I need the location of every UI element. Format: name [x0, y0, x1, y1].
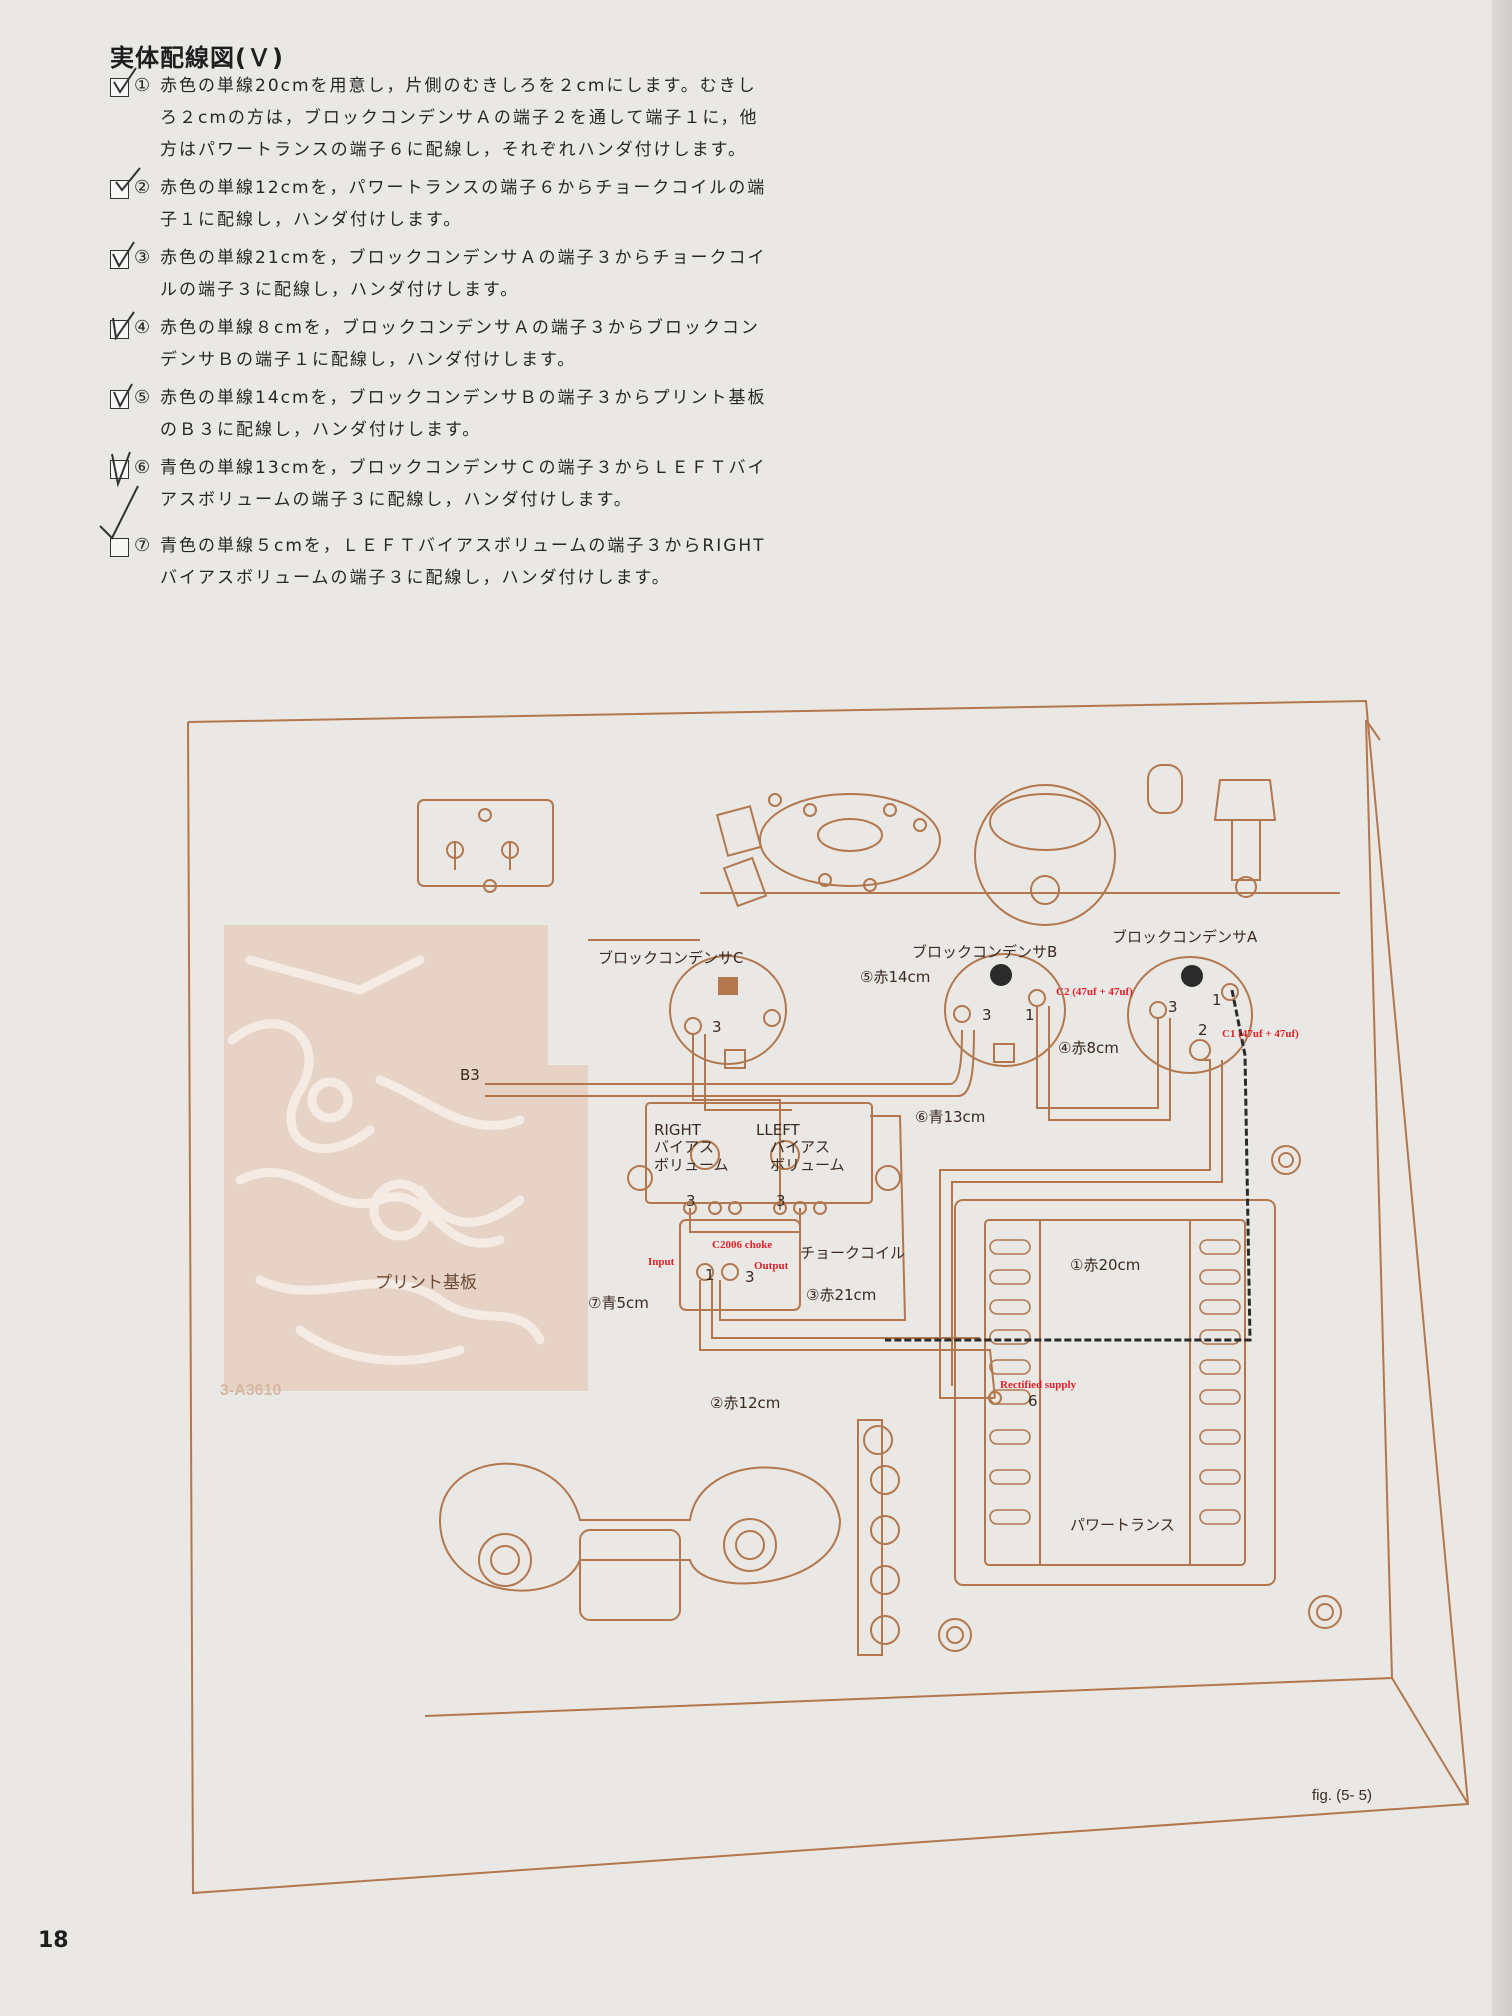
b3-label: B3	[460, 1066, 480, 1084]
step-1: ① 赤色の単線20cmを用意し，片側のむきしろを２cmにします。むきしろ２cmの…	[108, 67, 768, 166]
terminal-b3: 3	[982, 1006, 992, 1024]
wire-1-label: ①赤20cm	[1070, 1256, 1140, 1274]
check-mark-icon	[113, 383, 133, 409]
terminal-choke3: 3	[745, 1268, 755, 1286]
check-mark-icon	[113, 67, 137, 94]
figure-number: fig. (5- 5)	[1312, 1787, 1372, 1804]
block-capacitor-a	[1127, 956, 1253, 1074]
check-mark-icon	[99, 485, 139, 540]
step-5: ⑤ 赤色の単線14cmを，ブロックコンデンサＢの端子３からプリント基板のＢ３に配…	[108, 382, 768, 446]
step-number: ②	[134, 177, 153, 198]
check-mark-icon	[111, 451, 131, 488]
pcb-code: 3-A3610	[220, 1382, 281, 1399]
pcb-label: プリント基板	[375, 1273, 477, 1293]
page-number: 18	[38, 1928, 69, 1953]
wire-6	[692, 1034, 781, 1210]
block-capacitor-a-label: ブロックコンデンサA	[1112, 928, 1258, 946]
step-3-checkbox[interactable]	[110, 250, 129, 269]
terminal-strip	[857, 1419, 900, 1656]
terminal-c3: 3	[712, 1018, 722, 1036]
step-7-checkbox[interactable]	[110, 538, 129, 557]
terminal-choke1: 1	[705, 1266, 715, 1284]
rectified-supply-trace	[885, 989, 1252, 1342]
page-title: 実体配線図(Ｖ)	[110, 44, 284, 72]
rotary-switch	[974, 784, 1116, 926]
terminal-left3: 3	[776, 1192, 786, 1210]
step-text: 赤色の単線８cmを，ブロックコンデンサＡの端子３からブロックコンデンサＢの端子１…	[160, 318, 760, 370]
tube-socket	[715, 793, 941, 908]
check-mark-icon	[112, 241, 135, 269]
right-bias-knob	[690, 1140, 720, 1170]
annotation-c1: C1 (47uf + 47uf)	[1222, 1028, 1299, 1040]
step-text: 赤色の単線20cmを用意し，片側のむきしろを２cmにします。むきしろ２cmの方は…	[160, 76, 759, 160]
instruction-list: ① 赤色の単線20cmを用意し，片側のむきしろを２cmにします。むきしろ２cmの…	[99, 67, 768, 600]
wire-7	[689, 1208, 801, 1233]
power-transformer	[954, 1199, 1276, 1586]
terminal-right3: 3	[686, 1192, 696, 1210]
step-2: ② 赤色の単線12cmを，パワートランスの端子６からチョークコイルの端子１に配線…	[108, 167, 768, 236]
wire-3-label: ③赤21cm	[806, 1286, 876, 1304]
step-6: ⑥ 青色の単線13cmを，ブロックコンデンサＣの端子３からＬＥＦＴバイアスボリュ…	[108, 451, 768, 516]
step-number: ④	[134, 317, 153, 338]
step-2-checkbox[interactable]	[110, 180, 129, 199]
terminal-a2: 2	[1198, 1021, 1208, 1039]
block-capacitor-c	[669, 955, 787, 1069]
block-capacitor-b-label: ブロックコンデンサB	[912, 943, 1057, 961]
right-volume-label-2: ボリューム	[654, 1156, 729, 1174]
left-bias-label: バイアス	[770, 1138, 830, 1156]
step-number: ①	[134, 75, 153, 96]
step-4: ④ 赤色の単線８cmを，ブロックコンデンサＡの端子３からブロックコンデンサＢの端…	[108, 311, 768, 376]
block-capacitor-b	[944, 953, 1066, 1067]
terminal-pt6: 6	[1028, 1392, 1038, 1410]
step-number: ⑥	[134, 457, 153, 478]
check-mark-icon	[112, 311, 135, 341]
choke-coil-label: チョークコイル	[800, 1244, 905, 1262]
step-text: 赤色の単線21cmを，ブロックコンデンサＡの端子３からチョークコイルの端子３に配…	[160, 248, 767, 300]
fuse-holder	[1147, 764, 1277, 898]
annotation-input: Input	[648, 1256, 675, 1268]
step-text: 青色の単線13cmを，ブロックコンデンサＣの端子３からＬＥＦＴバイアスボリューム…	[160, 458, 767, 510]
right-bias-label: バイアス	[654, 1138, 714, 1156]
step-text: 赤色の単線14cmを，ブロックコンデンサＢの端子３からプリント基板のＢ３に配線し…	[160, 388, 767, 440]
terminal-a1: 1	[1212, 991, 1222, 1009]
step-text: 青色の単線５cmを，ＬＥＦＴバイアスボリュームの端子３からRIGHTバイアスボリ…	[160, 536, 766, 588]
check-mark-icon	[115, 167, 141, 192]
wire-5-label: ⑤赤14cm	[860, 968, 930, 986]
block-capacitor-c-label: ブロックコンデンサC	[598, 949, 743, 967]
wire-4	[1036, 1006, 1159, 1109]
left-volume-label-2: ボリューム	[770, 1156, 845, 1174]
printed-circuit-board: 3-A3610 プリント基板	[220, 925, 588, 1399]
annotation-rectified: Rectified supply	[1000, 1379, 1077, 1391]
annotation-output: Output	[754, 1260, 789, 1272]
wire-2	[699, 1280, 996, 1399]
terminal-a3: 3	[1168, 998, 1178, 1016]
wire-3	[719, 1115, 907, 1321]
page-edge	[1492, 0, 1512, 2016]
step-number: ③	[134, 247, 153, 268]
output-tube-sockets	[438, 1462, 842, 1621]
wire-4-label: ④赤8cm	[1058, 1039, 1119, 1057]
bias-volume-board	[645, 1102, 873, 1204]
annotation-c2: C2 (47uf + 47uf)	[1056, 986, 1133, 998]
ac-outlet	[417, 799, 554, 887]
power-transformer-label: パワートランス	[1070, 1516, 1175, 1534]
terminal-b1: 1	[1025, 1006, 1035, 1024]
wire-1	[939, 1059, 1211, 1399]
step-text: 赤色の単線12cmを，パワートランスの端子６からチョークコイルの端子１に配線し，…	[160, 178, 767, 230]
step-number: ⑦	[134, 535, 153, 556]
left-volume-label: LLEFT	[756, 1121, 801, 1139]
wire-7-label: ⑦青5cm	[588, 1294, 649, 1312]
right-volume-label: RIGHT	[654, 1121, 702, 1139]
wire-2-label: ②赤12cm	[710, 1394, 780, 1412]
wire-6-label: ⑥青13cm	[915, 1108, 985, 1126]
annotation-choke: C2006 choke	[712, 1239, 772, 1251]
wire-5-b3	[485, 1029, 963, 1085]
step-number: ⑤	[134, 387, 153, 408]
left-bias-knob	[770, 1140, 800, 1170]
step-3: ③ 赤色の単線21cmを，ブロックコンデンサＡの端子３からチョークコイルの端子３…	[108, 241, 768, 306]
step-7: ⑦ 青色の単線５cmを，ＬＥＦＴバイアスボリュームの端子３からRIGHTバイアス…	[99, 485, 768, 594]
